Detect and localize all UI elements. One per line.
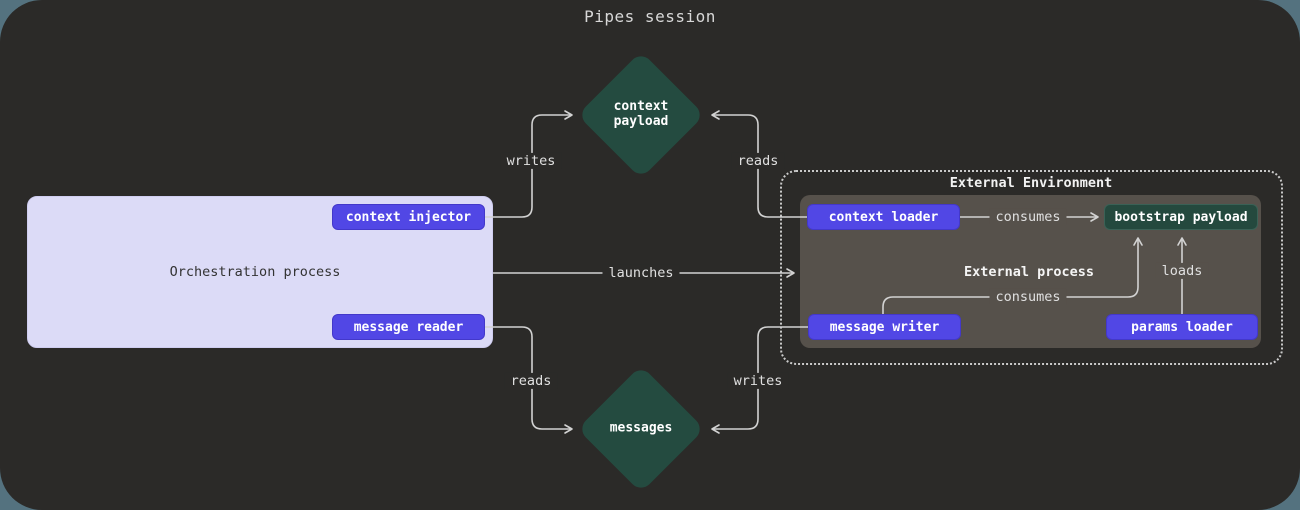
external-process-label: External process (963, 264, 1095, 280)
edge-label-consumes-top: consumes (989, 208, 1067, 226)
messages-label: messages (609, 420, 673, 436)
edge-label-writes-bottom: writes (727, 372, 789, 390)
bootstrap-payload-node: bootstrap payload (1104, 204, 1258, 230)
edge-label-launches: launches (602, 264, 680, 282)
context-injector-node: context injector (332, 204, 485, 230)
edge-label-writes-top: writes (500, 152, 562, 170)
params-loader-node: params loader (1106, 314, 1258, 340)
external-environment-label: External Environment (949, 175, 1113, 191)
message-reader-node: message reader (332, 314, 485, 340)
edge-label-reads-top: reads (731, 152, 785, 170)
edge-label-reads-bottom: reads (504, 372, 558, 390)
message-writer-node: message writer (808, 314, 961, 340)
diagram-title: Pipes session (584, 7, 716, 26)
external-environment-box (780, 170, 1283, 365)
context-loader-node: context loader (807, 204, 960, 230)
edge-label-consumes-bottom: consumes (989, 288, 1067, 306)
edge-label-loads: loads (1155, 262, 1209, 280)
context-payload-label: context payload (613, 99, 669, 129)
orchestration-process-label: Orchestration process (169, 264, 341, 280)
